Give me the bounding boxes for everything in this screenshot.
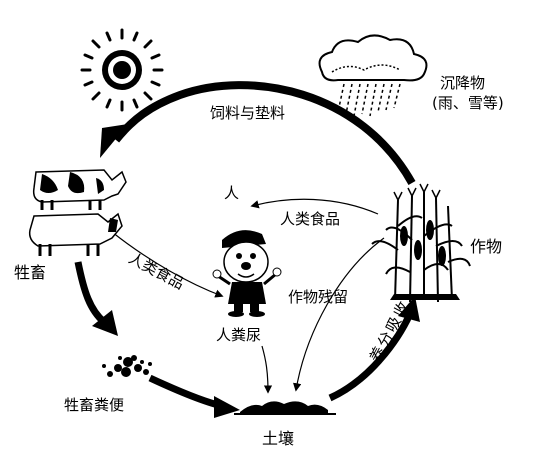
precipitation-detail-label: (雨、雪等) — [432, 94, 504, 112]
precipitation-label: 沉降物 — [440, 74, 486, 92]
nutrient-absorption-arrowhead — [398, 296, 420, 322]
soil-label: 土壤 — [262, 429, 295, 448]
crops-to-human-arrow — [250, 198, 379, 215]
crop-residue-arrow — [293, 237, 385, 392]
rain-cloud-icon — [318, 34, 428, 117]
human-food-crops-label: 人类食品 — [280, 210, 341, 228]
sun-icon — [80, 28, 164, 112]
manure-to-soil-arrowhead — [214, 396, 240, 418]
feed-bedding-arrowhead — [100, 124, 128, 158]
human-excreta-arrow — [261, 345, 273, 394]
crop-residue-label: 作物残留 — [288, 288, 349, 306]
feed-bedding-label: 饲料与垫料 — [210, 104, 286, 122]
livestock-label: 牲畜 — [14, 263, 47, 282]
human-label: 人 — [224, 184, 240, 202]
livestock-to-manure-arrow — [74, 261, 107, 325]
nutrient-absorption-arrow — [328, 312, 414, 402]
crops-label: 作物 — [470, 237, 503, 256]
livestock-to-human-arrow — [111, 231, 224, 298]
livestock-to-manure-arrowhead — [92, 310, 118, 336]
person-cartoon-icon — [212, 230, 282, 317]
human-excreta-label: 人粪尿 — [216, 326, 262, 344]
feed-bedding-arrow — [112, 81, 416, 185]
livestock-manure-label: 牲畜粪便 — [64, 396, 125, 414]
cow-icon — [32, 169, 127, 210]
cow-icon — [28, 212, 123, 256]
manure-pile-icon — [102, 355, 152, 377]
soil-icon — [234, 401, 336, 415]
corn-plant-icon — [371, 192, 471, 303]
manure-to-soil-arrow — [148, 374, 223, 410]
corn-ears — [390, 183, 460, 300]
